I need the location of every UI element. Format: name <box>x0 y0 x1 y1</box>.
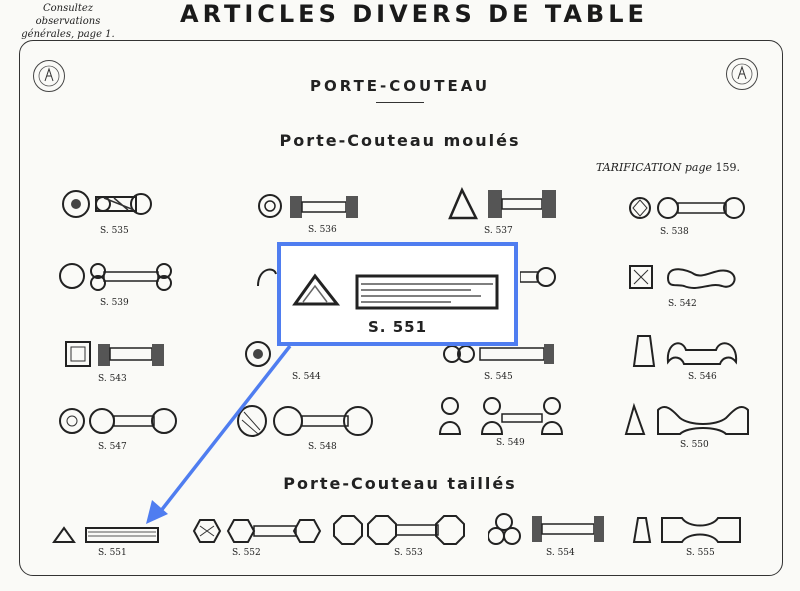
round-rest-icon <box>59 408 177 434</box>
title-rule <box>376 102 424 103</box>
product-item: S. 547 <box>58 406 178 452</box>
cherub-rest-icon <box>438 397 564 435</box>
pricing-reference: TARIFICATION page 159. <box>596 161 740 174</box>
product-item: S. 544 <box>242 340 321 382</box>
maker-seal-icon <box>33 60 65 92</box>
note-line-2: générales, page 1. <box>21 29 115 40</box>
faceted-rest-icon <box>629 197 745 219</box>
item-ref: S. 554 <box>546 548 575 558</box>
product-item: S. 543 <box>62 338 172 384</box>
prism-rest-icon <box>292 273 499 310</box>
flower-rest-icon <box>245 341 271 367</box>
product-item: S. 553 <box>332 514 466 558</box>
scroll-rest-icon <box>632 335 738 367</box>
trefoil-rest-icon <box>488 513 604 545</box>
product-item: S. 549 <box>436 394 566 448</box>
arch-rest-icon <box>624 402 749 435</box>
note-line-1: Consultez observations <box>35 3 101 27</box>
product-item: S. 535 <box>58 186 158 236</box>
ring-rest-icon <box>258 194 358 218</box>
observations-note: Consultez observations générales, page 1… <box>14 2 122 41</box>
pricing-page: 159. <box>715 161 741 174</box>
product-item: S. 552 <box>190 516 324 558</box>
item-ref: S. 546 <box>688 372 717 382</box>
product-item: S. 545 <box>440 340 560 382</box>
item-ref: S. 545 <box>484 372 513 382</box>
item-ref: S. 551 <box>98 548 127 558</box>
callout-ref: S. 551 <box>367 318 428 336</box>
item-ref: S. 535 <box>100 226 129 236</box>
partial-item <box>254 262 278 290</box>
pricing-label: TARIFICATION page <box>596 161 713 174</box>
product-item: S. 542 <box>628 262 744 309</box>
product-item: S. 554 <box>488 512 612 558</box>
item-ref: S. 536 <box>308 225 337 235</box>
item-ref: S. 544 <box>292 372 321 382</box>
item-ref: S. 552 <box>232 548 261 558</box>
product-item: S. 536 <box>256 192 366 235</box>
item-ref: S. 543 <box>98 374 127 384</box>
bone-rest-icon <box>520 267 556 287</box>
product-item: S. 548 <box>236 404 376 452</box>
item-ref: S. 539 <box>100 298 129 308</box>
catalog-frame <box>19 40 783 576</box>
page-title: ARTICLES DIVERS DE TABLE <box>180 0 648 28</box>
flower-rest-icon <box>62 190 152 218</box>
item-ref: S. 555 <box>686 548 715 558</box>
item-ref: S. 548 <box>308 442 337 452</box>
molded-subtitle: Porte-Couteau moulés <box>279 131 521 150</box>
product-item: S. 538 <box>628 194 748 237</box>
product-item: S. 539 <box>58 262 178 308</box>
octagon-rest-icon <box>333 515 465 545</box>
product-item: S. 546 <box>628 332 744 382</box>
item-ref: S. 537 <box>484 226 513 236</box>
hexagon-rest-icon <box>192 519 322 543</box>
product-item: S. 555 <box>630 512 750 558</box>
product-item: S. 550 <box>620 400 752 450</box>
section-title: PORTE-COUTEAU <box>309 77 491 95</box>
cut-subtitle: Porte-Couteau taillés <box>283 474 517 493</box>
item-ref: S. 542 <box>668 299 697 309</box>
shell-rest-icon <box>237 405 373 437</box>
prism-rest-icon <box>52 526 159 543</box>
item-ref: S. 538 <box>660 227 689 237</box>
triangle-rest-icon <box>448 187 556 220</box>
square-rest-icon <box>65 341 164 367</box>
arch-rest-icon <box>632 517 741 543</box>
square-rest-icon <box>629 265 736 289</box>
product-item: S. 537 <box>444 186 560 236</box>
maker-seal-icon <box>726 58 758 90</box>
zoom-callout: S. 551 <box>277 242 518 346</box>
item-ref: S. 549 <box>496 438 525 448</box>
item-ref: S. 550 <box>680 440 709 450</box>
loop-rest-icon <box>443 344 554 364</box>
product-item: S. 551 <box>52 522 162 558</box>
partial-item <box>520 264 560 292</box>
bone-rest-icon <box>257 268 277 287</box>
item-ref: S. 547 <box>98 442 127 452</box>
item-ref: S. 553 <box>394 548 423 558</box>
bone-rest-icon <box>59 263 172 291</box>
